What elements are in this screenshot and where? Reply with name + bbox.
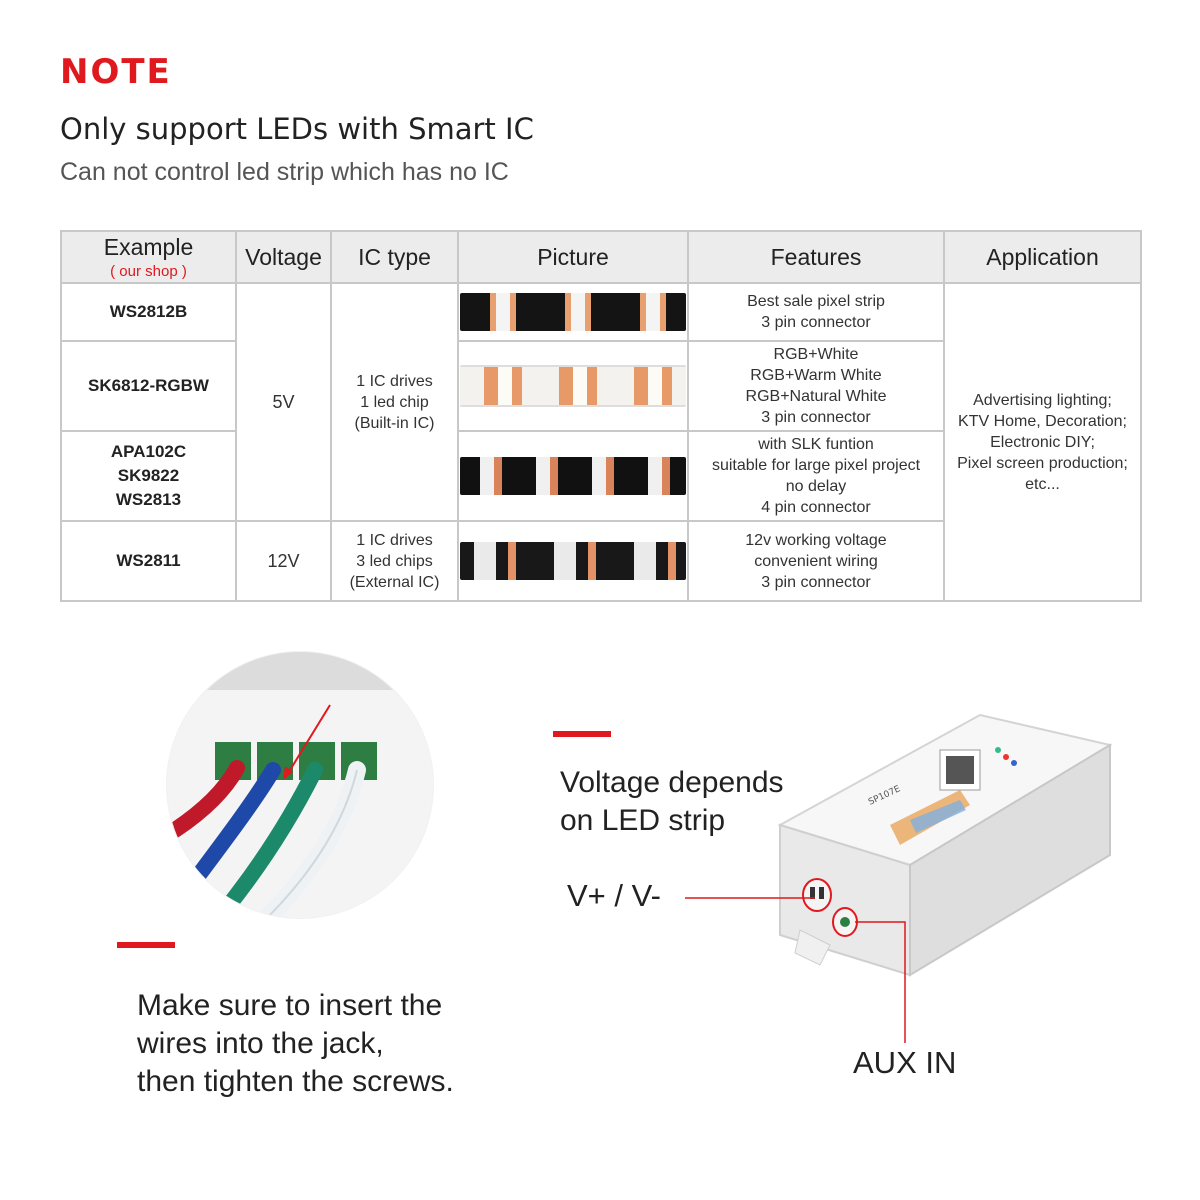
- v-callout-line: [685, 897, 815, 899]
- wiring-closeup-image: [166, 651, 434, 919]
- note-title: NOTE: [60, 52, 172, 92]
- table-row: WS2812B 5V 1 IC drives 1 led chip (Built…: [60, 282, 1142, 602]
- accent-bar: [117, 942, 175, 948]
- led-strip-image: [460, 293, 686, 331]
- model-cell: WS2812B: [60, 282, 237, 342]
- ic-line: 1 led chip: [360, 393, 429, 411]
- voltage-caption: Voltage depends on LED strip: [560, 764, 784, 840]
- header-voltage: Voltage: [235, 230, 332, 284]
- header-example-sub: ( our shop ): [110, 263, 187, 280]
- model-name: SK9822: [117, 466, 180, 485]
- feature-line: Best sale pixel strip: [747, 293, 885, 310]
- wiring-caption: Make sure to insert the wires into the j…: [137, 987, 454, 1101]
- application-line: Electronic DIY;: [990, 433, 1095, 451]
- aux-in-label: AUX IN: [853, 1045, 957, 1080]
- ic-cell-external: 1 IC drives 3 led chips (External IC): [330, 520, 459, 602]
- feature-line: with SLK funtion: [758, 436, 874, 453]
- voltage-cell-12v: 12V: [235, 520, 332, 602]
- model-name: WS2812B: [109, 302, 188, 321]
- feature-line: suitable for large pixel project: [711, 457, 921, 474]
- feature-line: 12v working voltage: [745, 531, 887, 549]
- application-cell: Advertising lighting; KTV Home, Decorati…: [943, 282, 1142, 602]
- caption-line: Make sure to insert the: [137, 989, 443, 1022]
- header-example: Example ( our shop ): [60, 230, 237, 284]
- picture-cell: [457, 430, 689, 522]
- model-name: APA102C: [110, 442, 187, 461]
- caption-line: Voltage depends: [560, 766, 784, 799]
- model-cell: APA102C SK9822 WS2813: [60, 430, 237, 522]
- compatibility-table: Example ( our shop ) Voltage IC type Pic…: [60, 230, 1142, 602]
- application-line: Pixel screen production;: [957, 454, 1128, 472]
- caption-line: wires into the jack,: [137, 1027, 384, 1060]
- v-plus-minus-label: V+ / V-: [567, 878, 661, 913]
- features-cell: with SLK funtion suitable for large pixe…: [687, 430, 945, 522]
- feature-line: no delay: [785, 478, 847, 495]
- aux-callout-line: [855, 921, 906, 1043]
- feature-line: 3 pin connector: [761, 409, 871, 426]
- voltage-cell-5v: 5V: [235, 282, 332, 522]
- feature-line: RGB+Natural White: [745, 388, 887, 405]
- led-strip-image: [460, 542, 686, 580]
- picture-cell: [457, 282, 689, 342]
- features-cell: RGB+White RGB+Warm White RGB+Natural Whi…: [687, 340, 945, 432]
- ic-cell-built-in: 1 IC drives 1 led chip (Built-in IC): [330, 282, 459, 522]
- ic-line: 3 led chips: [356, 552, 433, 570]
- header-picture: Picture: [457, 230, 689, 284]
- picture-cell: [457, 340, 689, 432]
- model-name: SK6812-RGBW: [88, 376, 209, 395]
- table-row: SK6812-RGBW RGB+White RGB+Warm White RGB…: [60, 340, 1141, 432]
- led-strip-image: [460, 365, 686, 407]
- model-cell: SK6812-RGBW: [60, 340, 237, 432]
- application-line: KTV Home, Decoration;: [958, 412, 1127, 430]
- accent-bar: [553, 731, 611, 737]
- application-line: etc...: [1025, 475, 1060, 493]
- table-row: APA102C SK9822 WS2813 with SLK funtion s…: [60, 430, 1141, 522]
- features-cell: 12v working voltage convenient wiring 3 …: [687, 520, 945, 602]
- header-features: Features: [687, 230, 945, 284]
- heading: Only support LEDs with Smart IC: [60, 112, 534, 146]
- ic-line: (Built-in IC): [354, 414, 435, 432]
- led-strip-image: [460, 457, 686, 495]
- model-name: WS2811: [116, 551, 181, 570]
- caption-line: then tighten the screws.: [137, 1065, 454, 1098]
- feature-line: convenient wiring: [754, 552, 878, 570]
- model-name: WS2813: [115, 490, 182, 509]
- model-cell: WS2811: [60, 520, 237, 602]
- application-line: Advertising lighting;: [973, 391, 1112, 409]
- feature-line: 3 pin connector: [761, 314, 871, 331]
- ic-line: (External IC): [349, 573, 440, 591]
- caption-line: on LED strip: [560, 804, 726, 837]
- ic-line: 1 IC drives: [356, 372, 433, 390]
- subheading: Can not control led strip which has no I…: [60, 158, 509, 186]
- controller-image: SP107E: [777, 713, 1113, 977]
- table-row: WS2811 12V 1 IC drives 3 led chips (Exte…: [60, 520, 1141, 602]
- table-header-row: Example ( our shop ) Voltage IC type Pic…: [60, 230, 1142, 284]
- picture-cell: [457, 520, 689, 602]
- feature-line: RGB+White: [773, 346, 859, 363]
- header-ic-type: IC type: [330, 230, 459, 284]
- ic-line: 1 IC drives: [356, 531, 433, 549]
- header-application: Application: [943, 230, 1142, 284]
- feature-line: 3 pin connector: [761, 573, 871, 591]
- feature-line: RGB+Warm White: [750, 367, 882, 384]
- header-example-label: Example: [103, 234, 194, 260]
- features-cell: Best sale pixel strip 3 pin connector: [687, 282, 945, 342]
- feature-line: 4 pin connector: [761, 499, 871, 516]
